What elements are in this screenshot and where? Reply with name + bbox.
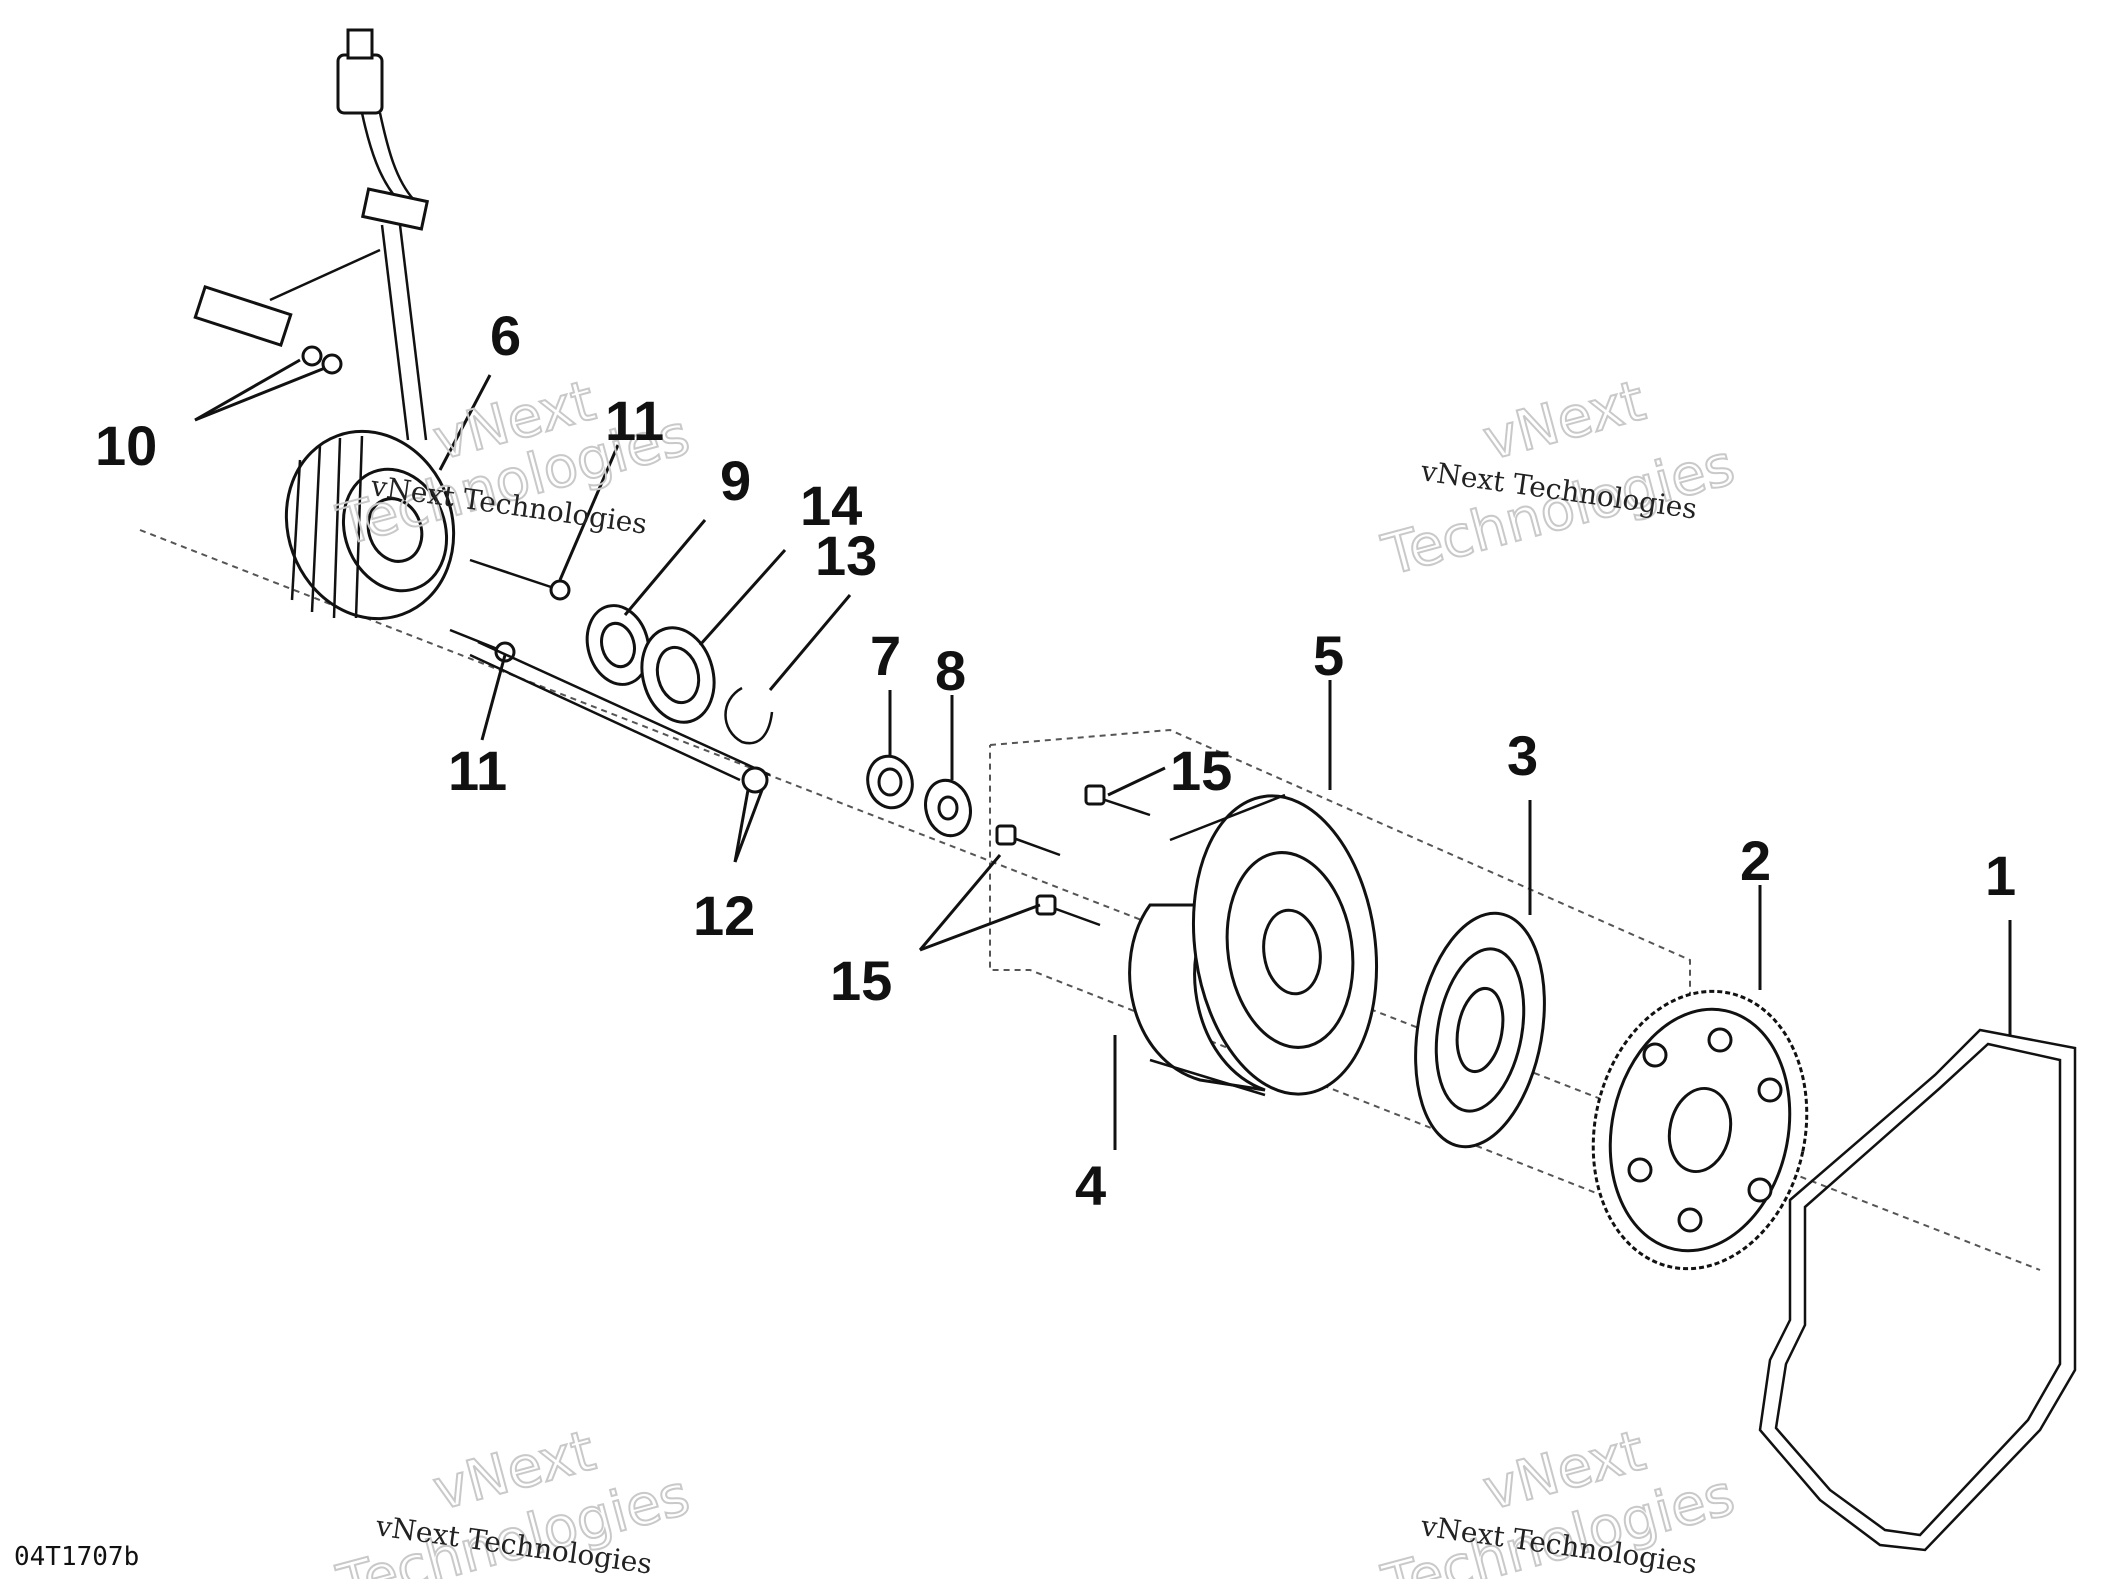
callout-15-top: 15 <box>1170 739 1232 802</box>
part-9-oil-seal <box>585 604 651 686</box>
watermark-group-bottom-left: vNext Technologies vNext Technologies <box>330 1417 697 1579</box>
part-1-gasket <box>1758 1028 2077 1552</box>
callout-8: 8 <box>935 639 966 702</box>
callout-6: 6 <box>490 304 521 367</box>
callout-11-bottom: 11 <box>448 739 507 802</box>
part-5-rotor <box>1128 793 1379 1097</box>
stator-wire-harness <box>336 28 430 441</box>
callout-15-bottom: 15 <box>830 949 892 1012</box>
callout-3: 3 <box>1507 724 1538 787</box>
part-15-bolts <box>995 784 1151 927</box>
part-3-starter-clutch <box>1414 911 1546 1149</box>
callout-labels: 1 2 3 4 5 6 7 8 9 10 11 11 12 13 14 15 1… <box>95 304 2016 1217</box>
watermark-group-top-right: vNext Technologies vNext Technologies <box>1375 367 1742 589</box>
part-11-bolts <box>449 558 571 663</box>
callout-4: 4 <box>1075 1154 1106 1217</box>
part-2-starter-gear <box>1591 989 1809 1271</box>
callout-11-top: 11 <box>605 389 664 452</box>
callout-12: 12 <box>693 884 755 947</box>
part-14-bearing <box>640 626 716 724</box>
part-6-stator <box>284 429 456 621</box>
watermark-group-bottom-right: vNext Technologies vNext Technologies <box>1375 1417 1742 1579</box>
callout-7: 7 <box>870 624 901 687</box>
part-12-shaft <box>469 640 771 794</box>
callout-13: 13 <box>815 524 877 587</box>
watermark-large-1: vNext <box>1477 368 1652 473</box>
callout-2: 2 <box>1740 829 1771 892</box>
part-10-clamp <box>193 248 381 375</box>
callout-9: 9 <box>720 449 751 512</box>
callout-1: 1 <box>1985 844 2016 907</box>
figure-id: 04T1707b <box>14 1542 139 1572</box>
leader-lines <box>194 358 2012 1150</box>
callout-10: 10 <box>95 414 157 477</box>
part-13-circlip <box>724 686 774 745</box>
part-8-washer <box>924 778 972 838</box>
callout-5: 5 <box>1313 624 1344 687</box>
callout-14: 14 <box>800 474 862 537</box>
part-7-nut <box>866 754 914 810</box>
